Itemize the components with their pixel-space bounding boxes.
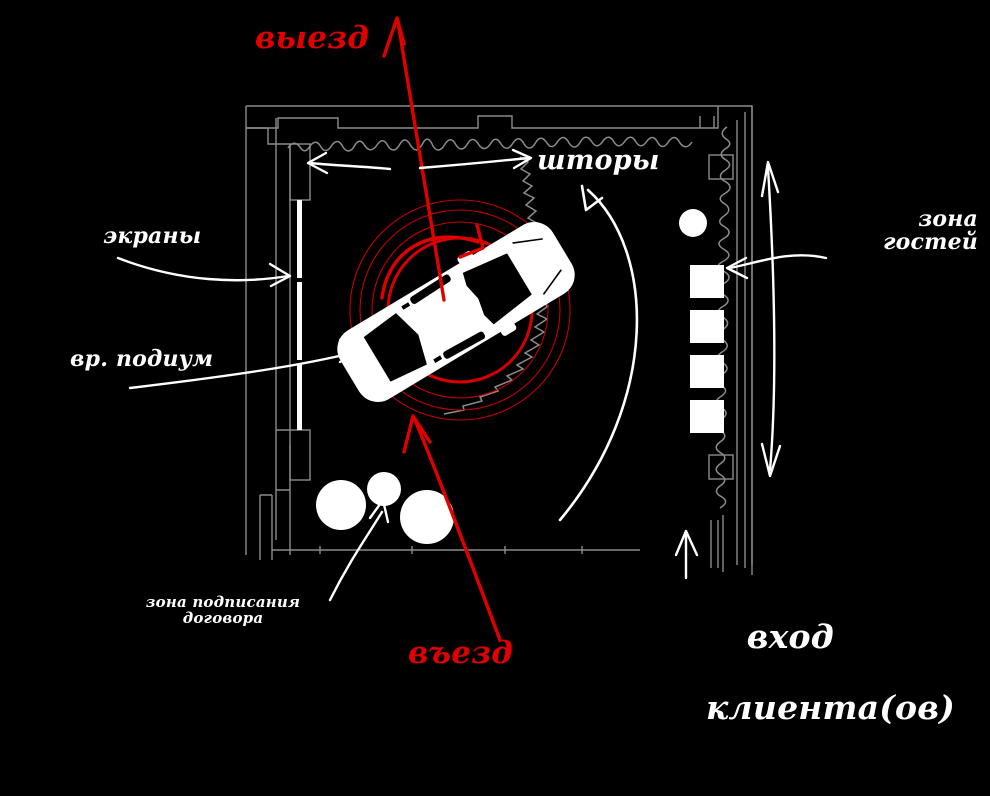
curtain-travel-arc	[558, 188, 639, 522]
rotation-arrowhead	[458, 223, 485, 259]
callout-podium-head	[338, 338, 360, 364]
label-client-entrance-line1: вход	[746, 616, 834, 656]
label-screens: экраны	[103, 223, 202, 249]
callout-guests-line	[728, 254, 828, 270]
guest-seat-2	[690, 310, 724, 343]
callout-curtains-left-head	[306, 151, 329, 175]
label-car-exit: выезд	[255, 20, 369, 56]
corner-detail	[699, 116, 715, 128]
right-wall-inner	[736, 112, 746, 568]
top-wall-inner-2	[246, 127, 290, 145]
bottom-wall-ticks	[319, 546, 583, 554]
car-window-left-rear	[443, 331, 486, 359]
objects-layer	[297, 200, 724, 544]
top-wall-inner	[246, 106, 719, 129]
screens-strip	[297, 200, 302, 430]
curtain-top	[287, 136, 693, 152]
signing-table-3	[400, 490, 454, 544]
guest-seat-1	[690, 265, 724, 298]
entry-route-arrowhead	[402, 414, 432, 454]
bottom-left-jamb	[259, 494, 273, 560]
guest-fixture-bottom	[708, 454, 734, 480]
guest-extent-line	[766, 166, 776, 472]
signing-table-1	[316, 480, 366, 530]
guest-seat-3	[690, 355, 724, 388]
architecture-layer	[245, 105, 753, 575]
label-temporary-podium: вр. подиум	[70, 346, 214, 372]
podium-ring-outer	[349, 199, 571, 421]
right-door-leaf	[710, 515, 724, 572]
callout-signing-head	[368, 498, 390, 524]
guest-seat-4	[690, 400, 724, 433]
callout-curtains-right-head	[511, 148, 533, 170]
podium-ring-inner	[371, 221, 549, 399]
label-client-entrance-line2: клиента(ов)	[706, 687, 955, 727]
label-guest-zone: зона гостей	[883, 206, 978, 256]
car-roof-seam-top	[401, 302, 411, 310]
guest-table-round	[679, 209, 707, 237]
guest-extent-head-top	[760, 160, 780, 198]
podium-ring-mid	[359, 209, 561, 411]
callout-podium-line	[128, 350, 358, 390]
car-mirror-right	[500, 323, 517, 336]
rotation-arc	[380, 235, 480, 300]
signing-table-2	[367, 472, 401, 506]
guest-extent-head-bottom	[760, 442, 782, 478]
callout-screens-head	[268, 262, 292, 288]
floor-plan-canvas: выезд въезд шторы экраны вр. подиум зона…	[70, 16, 978, 725]
car-roof-seam-bottom	[433, 355, 443, 363]
label-signing-zone: зона подписания договора	[145, 593, 301, 627]
route-layer	[380, 16, 502, 642]
callout-guests-head	[725, 256, 749, 280]
label-client-entrance: вход клиента(ов)	[700, 585, 990, 795]
curtain-travel-arrowhead	[580, 184, 604, 212]
car-layer	[337, 222, 575, 402]
callout-screens-line	[116, 256, 290, 282]
callout-curtains-left-line	[308, 161, 392, 171]
label-car-entry: въезд	[408, 635, 513, 671]
callout-layer	[116, 148, 828, 602]
car-windshield-rear	[363, 313, 427, 382]
client-entrance-head	[674, 529, 699, 557]
exit-route-arrowhead	[382, 16, 406, 58]
callout-signing-line	[328, 510, 384, 602]
car-hood-line	[512, 238, 562, 295]
label-curtains: шторы	[537, 145, 660, 176]
entry-route-line	[413, 418, 502, 642]
exit-route-line	[396, 20, 446, 302]
callout-curtains-right-line	[418, 156, 530, 170]
